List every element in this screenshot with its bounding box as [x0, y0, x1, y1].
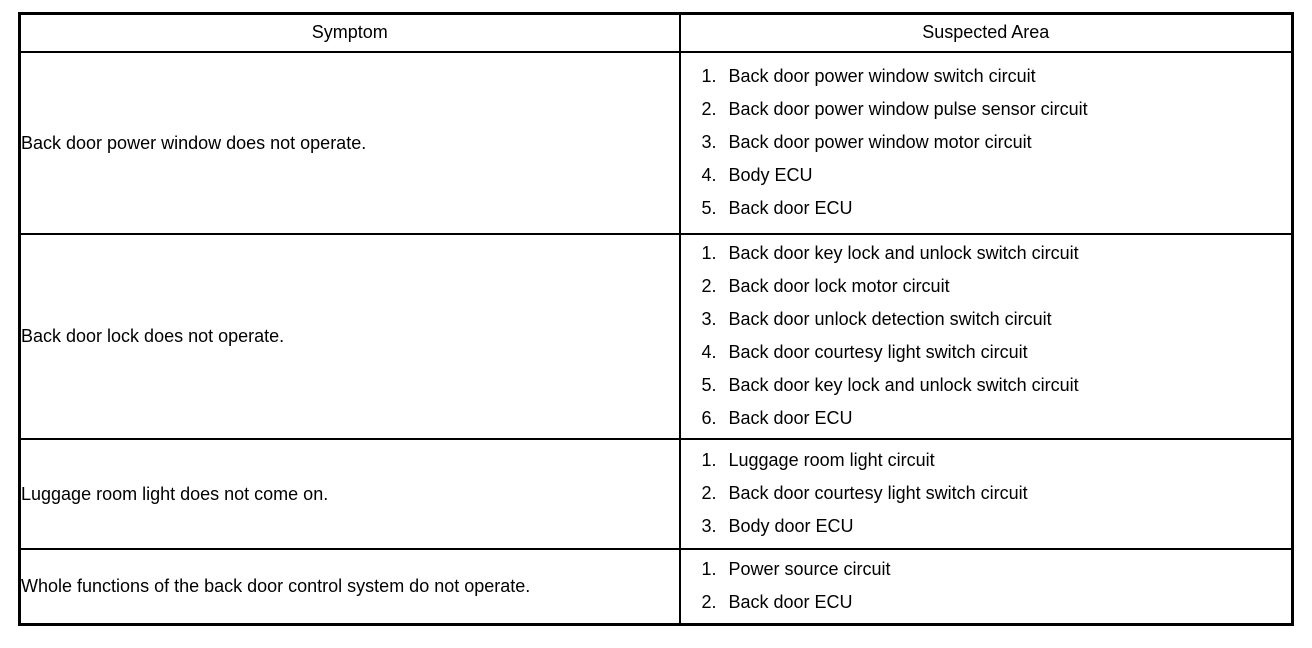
header-row: Symptom Suspected Area [18, 12, 1294, 53]
suspected-area-item: 5. Back door ECU [702, 192, 1286, 225]
suspected-area-text: Back door ECU [728, 198, 853, 218]
list-number: 5. [701, 375, 717, 395]
column-header-symptom: Symptom [18, 12, 681, 53]
suspected-area-text: Body door ECU [728, 516, 854, 536]
suspected-area-item: 1. Back door power window switch circuit [702, 60, 1286, 93]
suspected-area-text: Luggage room light circuit [728, 450, 935, 470]
suspected-area-text: Back door courtesy light switch circuit [728, 342, 1028, 362]
suspected-area-item: 6. Back door ECU [702, 402, 1286, 435]
suspected-area-cell: 1. Luggage room light circuit 2. Back door … [678, 437, 1294, 550]
table-row: Back door lock does not operate. 1. Back … [18, 232, 1294, 440]
table-row: Whole functions of the back door control… [18, 547, 1294, 626]
suspected-area-item: 3. Body door ECU [702, 510, 1286, 543]
list-number: 3. [701, 132, 717, 152]
list-number: 2. [701, 483, 717, 503]
suspected-area-item: 4. Body ECU [702, 159, 1286, 192]
suspected-area-cell: 1. Power source circuit 2. Back door ECU [678, 547, 1294, 626]
suspected-area-item: 1. Luggage room light circuit [702, 444, 1286, 477]
symptom-cell: Luggage room light does not come on. [18, 437, 681, 550]
suspected-area-text: Back door key lock and unlock switch cir… [728, 243, 1079, 263]
suspected-area-text: Back door power window switch circuit [728, 66, 1036, 86]
list-number: 3. [701, 309, 717, 329]
list-number: 4. [701, 342, 717, 362]
table-row: Luggage room light does not come on. 1. L… [18, 437, 1294, 550]
list-number: 1. [701, 450, 717, 470]
suspected-area-text: Back door power window motor circuit [728, 132, 1032, 152]
list-number: 1. [701, 559, 717, 580]
list-number: 1. [701, 243, 717, 263]
list-number: 6. [701, 408, 717, 428]
suspected-area-list: 1. Luggage room light circuit 2. Back door … [681, 444, 1292, 543]
suspected-area-text: Back door unlock detection switch circui… [728, 309, 1052, 329]
symptom-table: Symptom Suspected Area Back door power w… [18, 12, 1294, 626]
suspected-area-item: 2. Back door courtesy light switch circui… [702, 477, 1286, 510]
suspected-area-text: Power source circuit [728, 559, 891, 580]
symptom-cell: Back door power window does not operate. [18, 50, 681, 235]
suspected-area-item: 3. Back door power window motor circuit [702, 126, 1286, 159]
suspected-area-text: Back door key lock and unlock switch cir… [728, 375, 1079, 395]
suspected-area-text: Back door lock motor circuit [728, 276, 950, 296]
suspected-area-text: Back door ECU [728, 408, 853, 428]
list-number: 1. [701, 66, 717, 86]
suspected-area-list: 1. Back door power window switch circuit 2… [681, 60, 1292, 225]
suspected-area-item: 1. Power source circuit [702, 553, 1286, 586]
list-number: 2. [701, 99, 717, 119]
suspected-area-item: 1. Back door key lock and unlock switch c… [702, 237, 1286, 270]
list-number: 4. [701, 165, 717, 185]
list-number: 2. [701, 276, 717, 296]
list-number: 5. [701, 198, 717, 218]
suspected-area-list: 1. Back door key lock and unlock switch c… [681, 237, 1292, 435]
symptom-cell: Whole functions of the back door control… [18, 547, 681, 626]
table-row: Back door power window does not operate.… [18, 50, 1294, 235]
suspected-area-item: 3. Back door unlock detection switch circ… [702, 303, 1286, 336]
suspected-area-list: 1. Power source circuit 2. Back door ECU [681, 553, 1292, 619]
suspected-area-item: 2. Back door power window pulse sensor ci… [702, 93, 1286, 126]
suspected-area-item: 5. Back door key lock and unlock switch c… [702, 369, 1286, 402]
suspected-area-item: 2. Back door ECU [702, 586, 1286, 619]
suspected-area-text: Back door courtesy light switch circuit [728, 483, 1028, 503]
suspected-area-cell: 1. Back door key lock and unlock switch c… [678, 232, 1294, 440]
suspected-area-text: Back door power window pulse sensor circ… [728, 99, 1088, 119]
suspected-area-text: Back door ECU [728, 592, 853, 613]
list-number: 2. [701, 592, 717, 613]
suspected-area-item: 2. Back door lock motor circuit [702, 270, 1286, 303]
suspected-area-text: Body ECU [728, 165, 813, 185]
suspected-area-cell: 1. Back door power window switch circuit 2… [678, 50, 1294, 235]
symptom-cell: Back door lock does not operate. [18, 232, 681, 440]
column-header-suspected-area: Suspected Area [678, 12, 1294, 53]
list-number: 3. [701, 516, 717, 536]
suspected-area-item: 4. Back door courtesy light switch circui… [702, 336, 1286, 369]
